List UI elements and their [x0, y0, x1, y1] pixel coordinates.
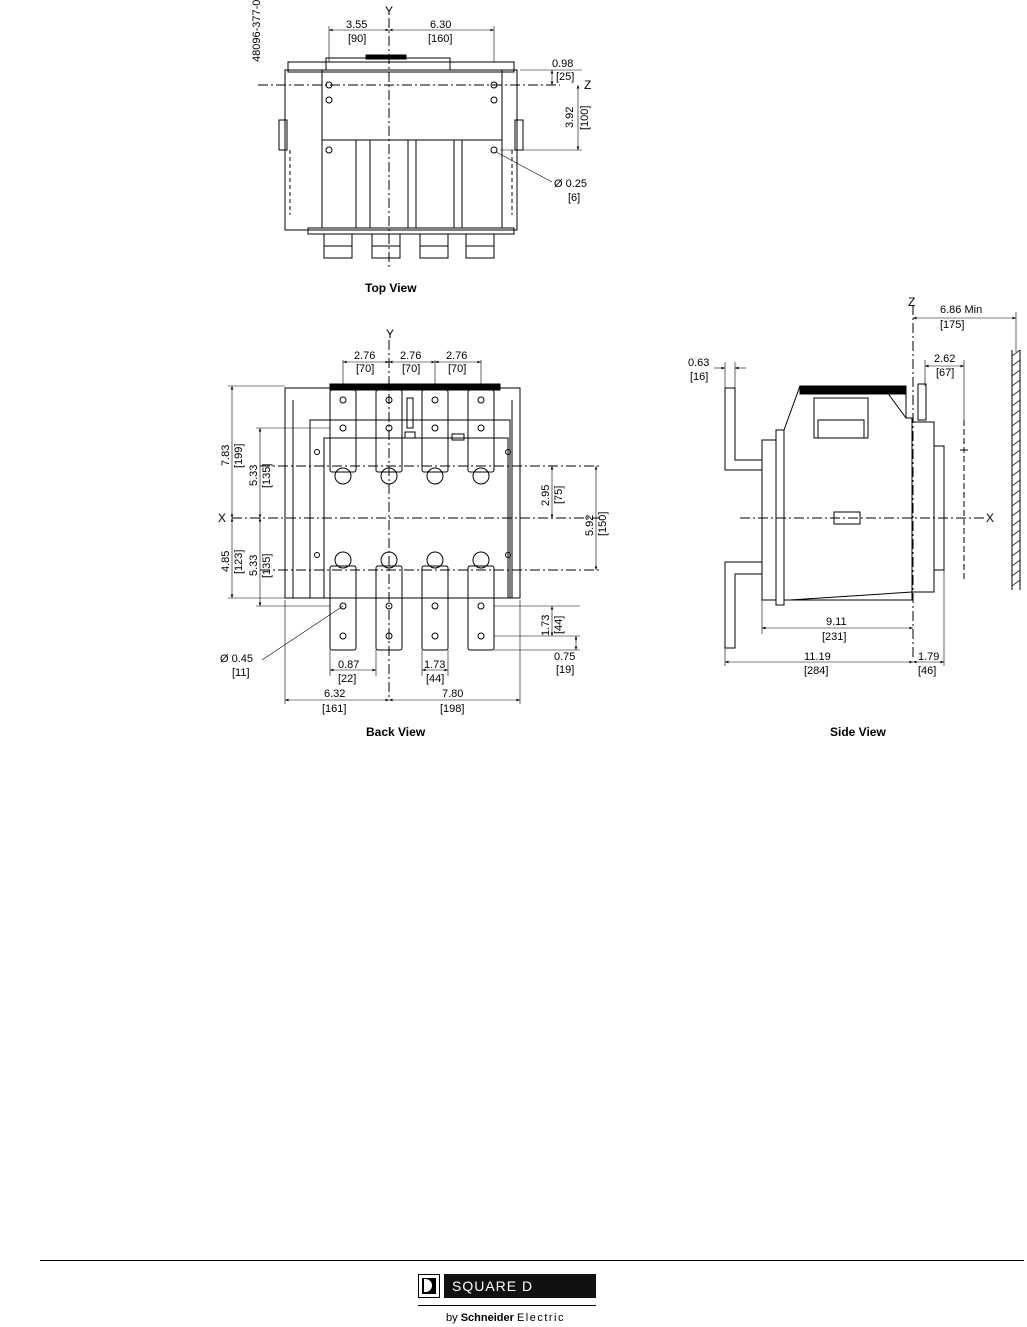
back-axis-y: Y [386, 327, 394, 341]
side-dim-5-mm: [284] [804, 665, 828, 677]
top-dim-2: 6.30 [430, 19, 451, 31]
back-view [228, 340, 600, 704]
top-dim-4-mm: [100] [579, 106, 591, 130]
tagline-company: Schneider [460, 1312, 514, 1324]
back-hole-dim-mm: [11] [232, 667, 250, 679]
back-pitch-1: 2.76 [354, 350, 375, 362]
top-dim-2-mm: [160] [428, 33, 452, 45]
top-view-caption: Top View [365, 281, 417, 295]
back-h4-mm: [135] [261, 554, 273, 578]
tagline-electric: Electric [516, 1312, 565, 1324]
back-r3: 1.73 [540, 615, 552, 636]
back-r2-mm: [150] [597, 512, 609, 536]
back-b2: 1.73 [424, 659, 445, 671]
side-dim-3: 2.62 [934, 353, 955, 365]
side-dim-2-mm: [16] [690, 371, 708, 383]
side-dim-1: 6.86 Min [940, 304, 982, 316]
side-axis-x: X [986, 511, 994, 525]
top-view [258, 18, 582, 270]
back-b4: 7.80 [442, 688, 463, 700]
back-h2-mm: [135] [261, 464, 273, 488]
side-dim-3-mm: [67] [936, 367, 954, 379]
back-pitch-3-mm: [70] [448, 363, 466, 375]
side-view-caption: Side View [830, 725, 886, 739]
back-b3-mm: [161] [322, 703, 346, 715]
back-b3: 6.32 [324, 688, 345, 700]
back-h3-mm: [123] [233, 550, 245, 574]
back-r3-mm: [44] [553, 616, 565, 634]
back-r4: 0.75 [554, 651, 575, 663]
back-h1-mm: [199] [233, 444, 245, 468]
top-axis-z: Z [584, 78, 591, 92]
footer-divider [40, 1260, 1024, 1261]
square-d-icon [418, 1274, 440, 1298]
top-hole-dim-mm: [6] [568, 192, 580, 204]
side-axis-z: Z [908, 295, 915, 309]
drawing-id: 48096-377-01 [251, 0, 263, 62]
back-h4: 5.33 [248, 555, 260, 576]
side-dim-6: 1.79 [918, 651, 939, 663]
back-r1-mm: [75] [553, 486, 565, 504]
side-dim-6-mm: [46] [918, 665, 936, 677]
top-dim-1: 3.55 [346, 19, 367, 31]
top-axis-y: Y [385, 4, 393, 18]
back-axis-x: X [218, 511, 226, 525]
side-dim-4: 9.11 [826, 616, 847, 628]
back-b2-mm: [44] [426, 673, 444, 685]
side-dim-5: 11.19 [804, 651, 831, 663]
top-dim-3-mm: [25] [556, 71, 574, 83]
side-dim-2: 0.63 [688, 357, 709, 369]
back-pitch-1-mm: [70] [356, 363, 374, 375]
back-b1-mm: [22] [338, 673, 356, 685]
back-h3: 4.85 [220, 551, 232, 572]
logo-underline [418, 1305, 596, 1306]
back-b4-mm: [198] [440, 703, 464, 715]
schneider-tagline: by Schneider Electric [446, 1312, 565, 1324]
back-pitch-2: 2.76 [400, 350, 421, 362]
top-hole-dim: Ø 0.25 [554, 178, 587, 190]
side-view [714, 305, 1021, 666]
back-r4-mm: [19] [556, 664, 574, 676]
top-dim-4: 3.92 [564, 107, 576, 128]
back-h2: 5.33 [248, 465, 260, 486]
back-pitch-2-mm: [70] [402, 363, 420, 375]
square-d-logo: SQUARE D [418, 1274, 596, 1300]
back-h1: 7.83 [220, 445, 232, 466]
back-view-caption: Back View [366, 725, 426, 739]
back-hole-dim: Ø 0.45 [220, 653, 253, 665]
back-r2: 5.92 [584, 515, 596, 536]
back-pitch-3: 2.76 [446, 350, 467, 362]
top-dim-3: 0.98 [552, 58, 573, 70]
side-dim-1-mm: [175] [940, 319, 964, 331]
back-b1: 0.87 [338, 659, 359, 671]
brand-name: SQUARE D [444, 1274, 596, 1298]
top-dim-1-mm: [90] [348, 33, 366, 45]
side-dim-4-mm: [231] [822, 631, 846, 643]
back-r1: 2.95 [540, 485, 552, 506]
tagline-by: by [446, 1312, 458, 1324]
